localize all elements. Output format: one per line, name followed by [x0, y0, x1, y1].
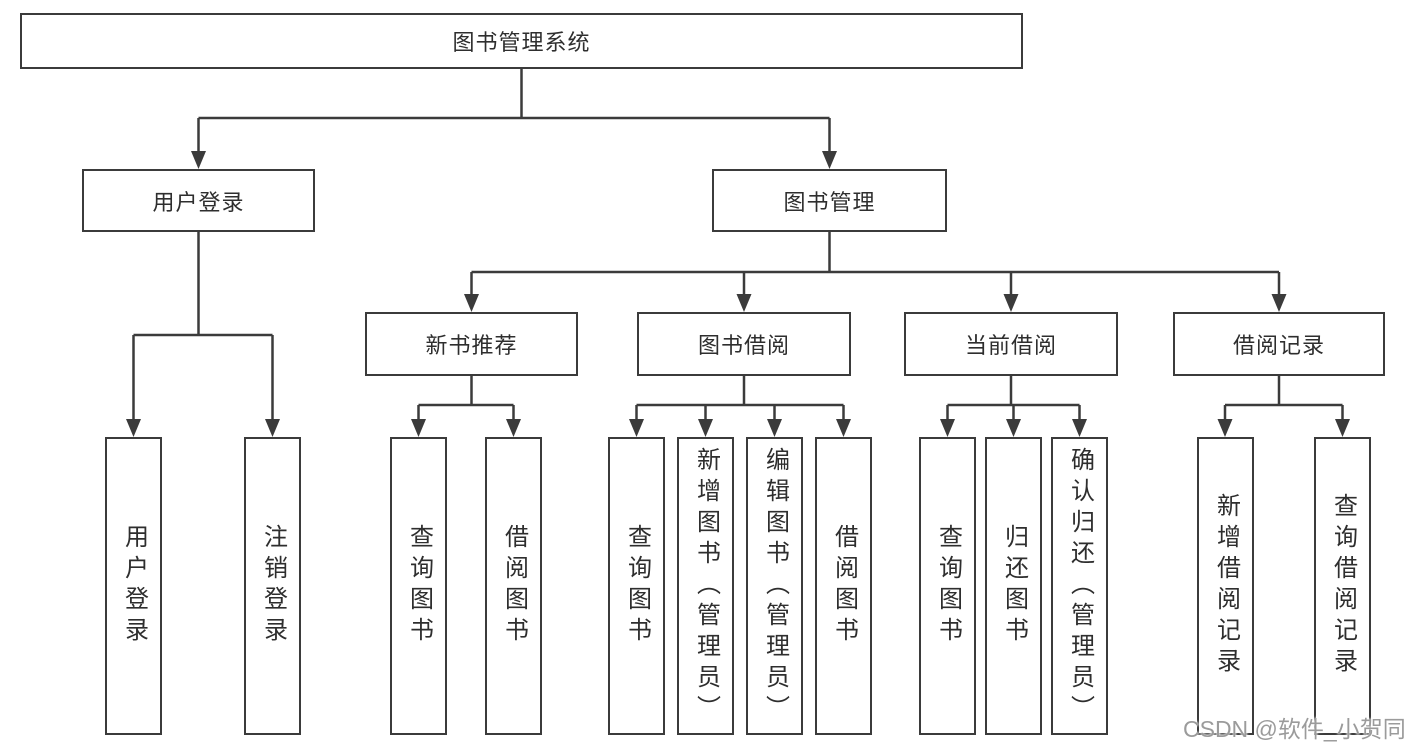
leaf-borrow-books-recommend-label: 借阅图书 — [500, 524, 528, 648]
node-new-book-recommend-label: 新书推荐 — [425, 333, 518, 358]
node-new-book-recommend: 新书推荐 — [365, 312, 578, 376]
leaf-borrow-books-label: 借阅图书 — [830, 524, 858, 648]
leaf-confirm-return-admin: 确认归还（管理员） — [1051, 437, 1108, 735]
leaf-add-borrow-record: 新增借阅记录 — [1197, 437, 1254, 735]
leaf-edit-books-admin: 编辑图书（管理员） — [746, 437, 803, 735]
node-current-borrowing-label: 当前借阅 — [964, 333, 1057, 358]
leaf-logout-label: 注销登录 — [259, 524, 287, 648]
node-borrowing-records: 借阅记录 — [1173, 312, 1385, 376]
leaf-query-books-recommend: 查询图书 — [390, 437, 447, 735]
leaf-borrow-books-recommend: 借阅图书 — [485, 437, 542, 735]
leaf-user-login: 用户登录 — [105, 437, 162, 735]
leaf-query-books-borrow: 查询图书 — [608, 437, 665, 735]
node-book-borrowing: 图书借阅 — [637, 312, 851, 376]
node-book-management-label: 图书管理 — [783, 189, 876, 215]
leaf-add-books-admin: 新增图书（管理员） — [677, 437, 734, 735]
node-user-login: 用户登录 — [82, 169, 315, 232]
leaf-borrow-books: 借阅图书 — [815, 437, 872, 735]
leaf-logout: 注销登录 — [244, 437, 301, 735]
leaf-edit-books-admin-label: 编辑图书（管理员） — [761, 446, 789, 726]
node-borrowing-records-label: 借阅记录 — [1232, 333, 1325, 358]
node-root: 图书管理系统 — [20, 13, 1023, 69]
leaf-add-borrow-record-label: 新增借阅记录 — [1212, 493, 1240, 679]
leaf-user-login-label: 用户登录 — [120, 524, 148, 648]
leaf-return-books-label: 归还图书 — [1000, 524, 1028, 648]
leaf-query-borrow-record: 查询借阅记录 — [1314, 437, 1371, 735]
leaf-query-books-current: 查询图书 — [919, 437, 976, 735]
leaf-confirm-return-admin-label: 确认归还（管理员） — [1066, 446, 1094, 726]
leaf-query-borrow-record-label: 查询借阅记录 — [1329, 493, 1357, 679]
node-book-borrowing-label: 图书借阅 — [697, 333, 790, 358]
leaf-query-books-borrow-label: 查询图书 — [623, 524, 651, 648]
arrowheads — [126, 151, 1350, 437]
node-root-label: 图书管理系统 — [452, 30, 591, 55]
leaf-add-books-admin-label: 新增图书（管理员） — [692, 446, 720, 726]
leaf-query-books-current-label: 查询图书 — [934, 524, 962, 648]
leaf-query-books-recommend-label: 查询图书 — [405, 524, 433, 648]
leaf-return-books: 归还图书 — [985, 437, 1042, 735]
node-current-borrowing: 当前借阅 — [904, 312, 1118, 376]
tree-edges — [132, 69, 1344, 422]
node-user-login-label: 用户登录 — [152, 189, 245, 215]
node-book-management: 图书管理 — [712, 169, 947, 232]
